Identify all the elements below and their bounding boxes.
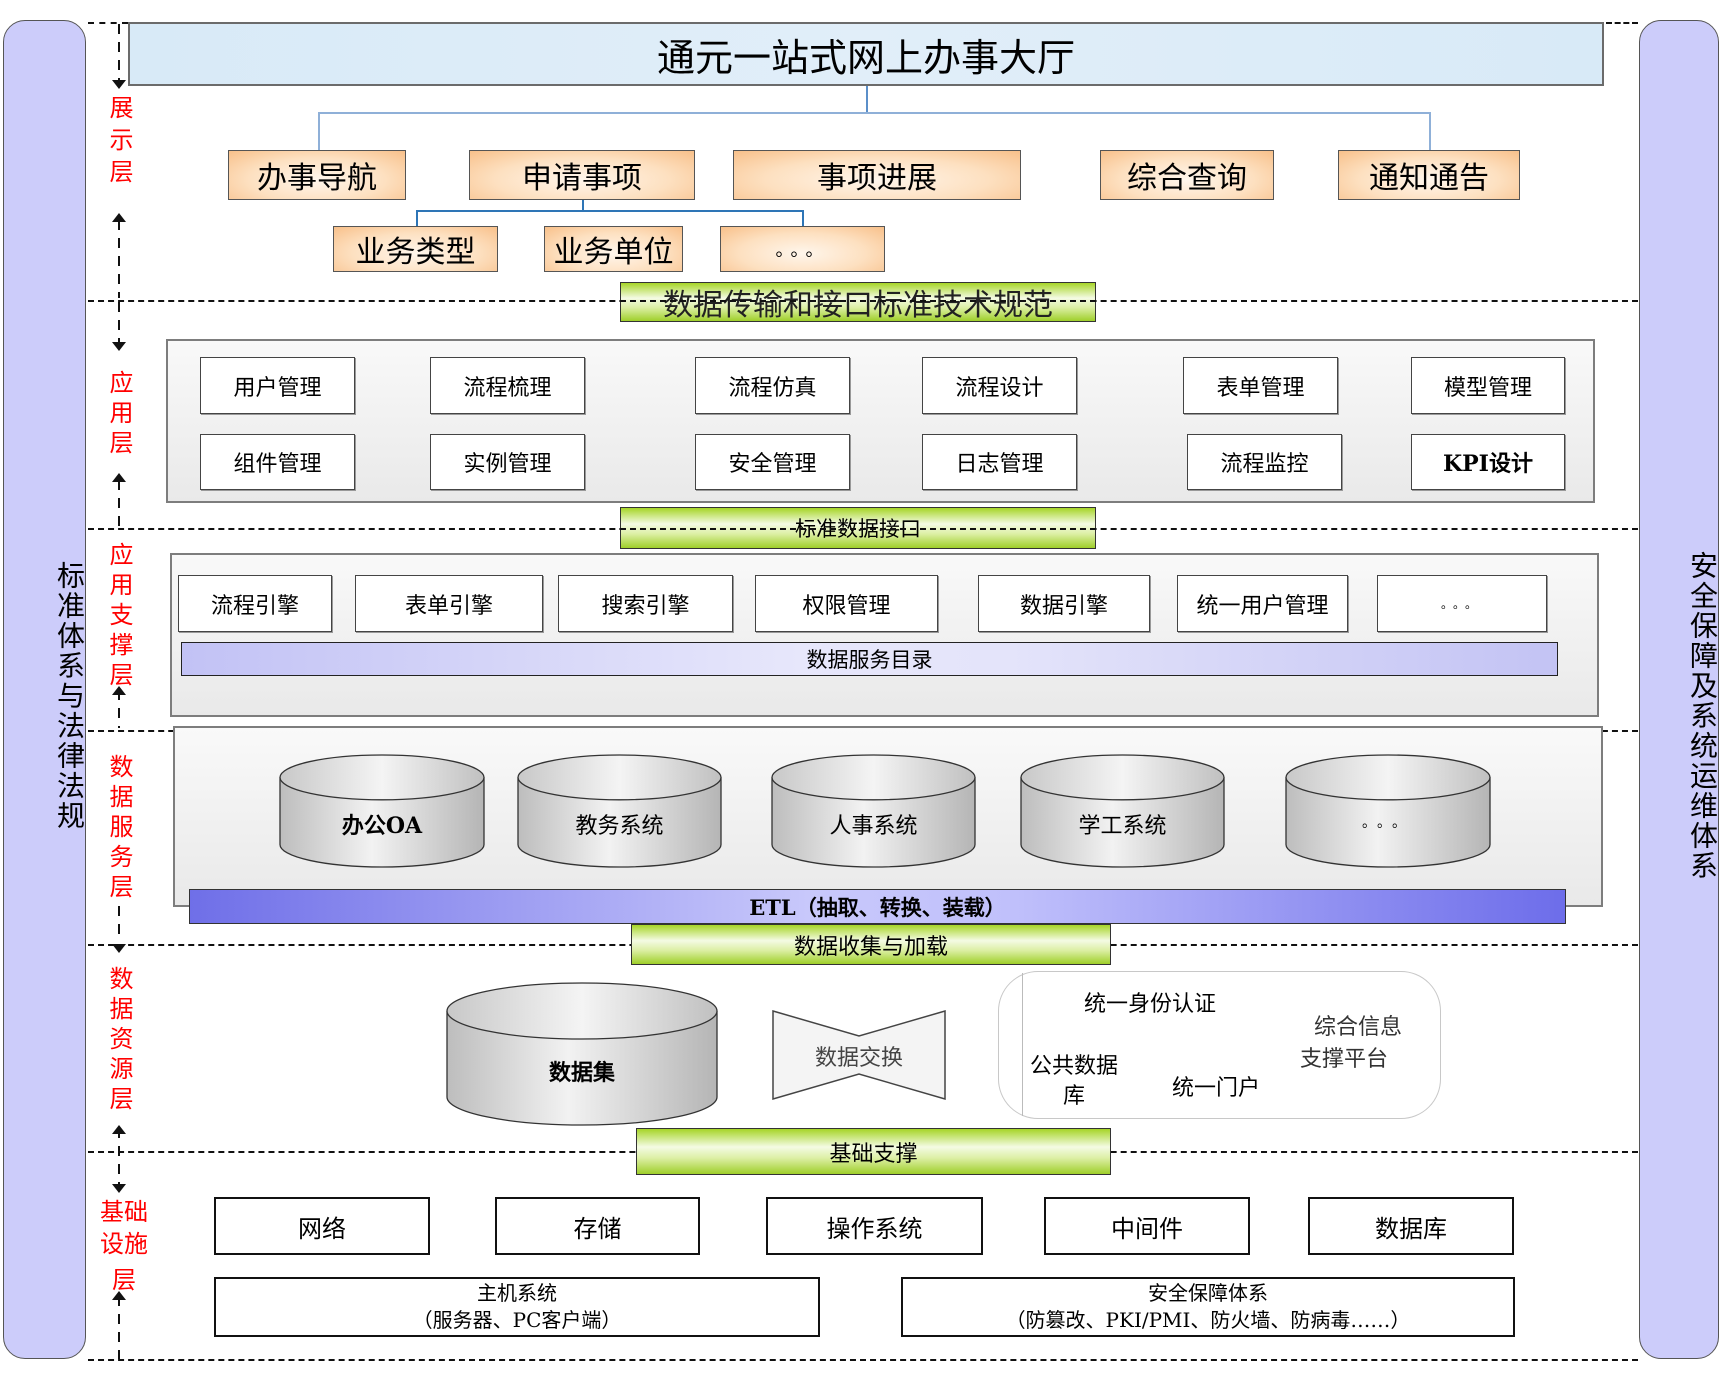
platform-identity-label: 统一身份认证 [1083,992,1216,1017]
separator-top-right [1606,22,1638,24]
sub-item-business-type[interactable]: 业务类型 [333,226,498,272]
app-module[interactable]: 流程监控 [1187,434,1342,490]
cylinder-dataset [446,982,718,1126]
connector [416,210,418,226]
support-module-more[interactable]: 。。。 [1377,575,1547,632]
support-module[interactable]: 流程引擎 [178,575,332,632]
cylinder-oa [279,754,485,868]
etl-bar: ETL（抽取、转换、装载） [189,889,1566,924]
host-title: 主机系统 [477,1281,557,1305]
cylinder-student [1020,754,1225,868]
app-module[interactable]: 安全管理 [695,434,850,490]
left-side-panel: 标准体系与法律法规 [3,20,86,1359]
system-academic-label: 教务系统 [575,814,664,839]
app-module[interactable]: 表单管理 [1183,357,1338,414]
app-module[interactable]: 流程梳理 [430,357,585,414]
support-module[interactable]: 统一用户管理 [1177,575,1348,632]
sub-item-more[interactable]: 。。。 [720,226,885,272]
system-oa-label: 办公OA [341,813,423,839]
connector [1429,112,1431,150]
infrastructure-label-line3: 层 [112,1266,136,1294]
system-hr-label: 人事系统 [829,814,918,839]
overlay-dash [620,528,1096,530]
base-support-bar: 基础支撑 [636,1128,1111,1175]
support-module[interactable]: 搜索引擎 [558,575,733,632]
application-panel [166,339,1595,503]
connector [416,210,804,212]
infrastructure-label-line2: 设施 [100,1230,148,1258]
separator-top [88,22,128,24]
transport-standard-bar: 数据传输和接口标准技术规范 [620,282,1096,323]
connector [866,86,868,112]
infrastructure-label-line1: 基础 [100,1198,148,1226]
app-module-kpi[interactable]: KPI设计 [1411,434,1565,490]
nav-item-progress[interactable]: 事项进展 [733,150,1021,200]
system-student-label: 学工系统 [1078,814,1167,839]
host-detail: （服务器、PC客户端） [412,1308,622,1332]
data-collection-bar: 数据收集与加载 [631,924,1111,965]
security-detail: （防篡改、PKI/PMI、防火墙、防病毒……） [1005,1308,1411,1332]
connector [318,112,320,150]
cylinder-hr [771,754,976,868]
app-module[interactable]: 用户管理 [200,357,355,414]
platform-label-line1: 综合信息 [1314,1015,1403,1040]
app-module[interactable]: 流程仿真 [695,357,850,414]
right-side-panel: 安全保障及系统运维体系 [1639,20,1719,1359]
infra-database[interactable]: 数据库 [1308,1197,1514,1255]
support-module[interactable]: 表单引擎 [355,575,543,632]
connector [582,200,584,211]
layer-label-data-resource: 数据资源层 [105,966,133,1116]
layer-label-app-support: 应用支撑层 [105,542,133,692]
connector [318,112,1430,114]
data-exchange-shape [772,1010,946,1100]
nav-item-apply[interactable]: 申请事项 [469,150,695,200]
layer-label-presentation: 展示层 [105,95,133,191]
infra-network[interactable]: 网络 [214,1197,430,1255]
infra-storage[interactable]: 存储 [495,1197,700,1255]
app-module[interactable]: 模型管理 [1411,357,1565,414]
security-title: 安全保障体系 [1148,1281,1268,1305]
overlay-dash [620,300,1096,302]
separator-bottom [88,1359,1638,1361]
support-module[interactable]: 数据引擎 [978,575,1150,632]
nav-item-query[interactable]: 综合查询 [1100,150,1274,200]
dataset-label: 数据集 [548,1060,615,1086]
connector [802,210,804,226]
infra-security-system[interactable]: 安全保障体系 （防篡改、PKI/PMI、防火墙、防病毒……） [901,1277,1515,1337]
platform-label-line2: 支撑平台 [1300,1047,1389,1072]
app-module[interactable]: 实例管理 [430,434,585,490]
sub-item-business-unit[interactable]: 业务单位 [544,226,683,272]
cylinder-academic [517,754,722,868]
platform-divider [1022,973,1023,1116]
infra-os[interactable]: 操作系统 [766,1197,983,1255]
data-service-catalog-bar: 数据服务目录 [181,642,1558,676]
app-module[interactable]: 组件管理 [200,434,355,490]
support-module[interactable]: 权限管理 [755,575,938,632]
layer-label-data-service: 数据服务层 [105,754,133,904]
platform-container [998,971,1441,1119]
infra-middleware[interactable]: 中间件 [1044,1197,1250,1255]
app-module[interactable]: 流程设计 [922,357,1077,414]
right-side-panel-label: 安全保障及系统运维体系 [1686,551,1719,881]
platform-portal-label: 统一门户 [1171,1076,1260,1101]
layer-label-application: 应用层 [105,370,133,460]
nav-item-guide[interactable]: 办事导航 [228,150,406,200]
layer-label-infrastructure: 基础 设施 层 [94,1196,154,1296]
app-module[interactable]: 日志管理 [922,434,1077,490]
platform-label: 综合信息 支撑平台 [1300,1012,1430,1076]
left-side-panel-label: 标准体系与法律法规 [53,561,86,831]
infra-host-system[interactable]: 主机系统 （服务器、PC客户端） [214,1277,820,1337]
platform-public-db-label: 公共数据库 [1029,1054,1118,1109]
data-exchange-label: 数据交换 [814,1046,903,1071]
page-title: 通元一站式网上办事大厅 [128,22,1604,86]
nav-item-notice[interactable]: 通知通告 [1338,150,1520,200]
cylinder-more [1285,754,1491,868]
system-more-label: 。。。 [1362,815,1414,831]
